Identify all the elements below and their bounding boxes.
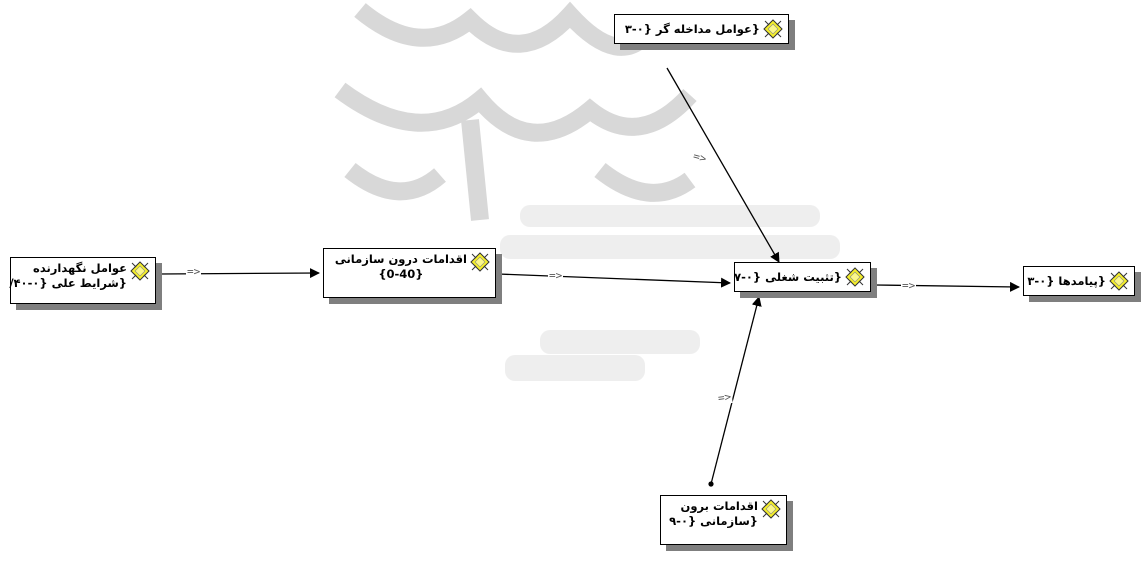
edge-label-core-outcomes: => (901, 279, 917, 292)
node-outcomes-line-1: {پیامدها {۰-۳ (1027, 273, 1106, 288)
edge-core-to-outcomes (874, 281, 1020, 292)
edge-intervening-to-core (666, 67, 780, 263)
edge-internal-to-core (497, 273, 731, 288)
node-core-job-stability[interactable]: {تثبیت شغلی {۰-۷ (734, 262, 871, 292)
node-causal-line-1: عوامل نگهدارنده (33, 261, 127, 275)
node-core-line-1: {تثبیت شغلی {۰-۷ (734, 269, 842, 284)
yellow-diamond-icon (845, 267, 865, 287)
node-internal-line-2: {0-40} (378, 267, 424, 281)
edge-label-causal-internal: => (186, 265, 202, 278)
node-internal-actions[interactable]: اقدامات درون سازمانی {0-40} (323, 248, 496, 298)
yellow-diamond-icon (763, 19, 783, 39)
node-external-line-1: اقدامات برون (680, 499, 759, 513)
edge-label-external-core: => (716, 390, 734, 406)
node-internal-line-1: اقدامات درون سازمانی (334, 252, 467, 266)
node-external-actions[interactable]: اقدامات برون {سازمانی {۰-۹ (660, 495, 787, 545)
node-intervening-line-1: {عوامل مداخله گر {۰-۳ (624, 21, 760, 36)
edge-external-start-dot (708, 481, 714, 487)
edge-external-to-core (710, 296, 762, 485)
yellow-diamond-icon (470, 252, 490, 272)
yellow-diamond-icon (761, 499, 781, 519)
node-outcomes[interactable]: {پیامدها {۰-۳ (1023, 266, 1135, 296)
node-intervening-factors[interactable]: {عوامل مداخله گر {۰-۳ (614, 14, 789, 44)
node-external-line-2: {سازمانی {۰-۹ (669, 514, 758, 528)
node-causal-line-2: {شرایط علی {۰-۴۰/ (9, 276, 127, 290)
yellow-diamond-icon (1109, 271, 1129, 291)
yellow-diamond-icon (130, 261, 150, 281)
edge-label-internal-core: => (548, 269, 564, 282)
node-causal-conditions[interactable]: عوامل نگهدارنده {شرایط علی {۰-۴۰/ (9, 257, 156, 304)
edge-causal-to-internal (159, 268, 320, 279)
